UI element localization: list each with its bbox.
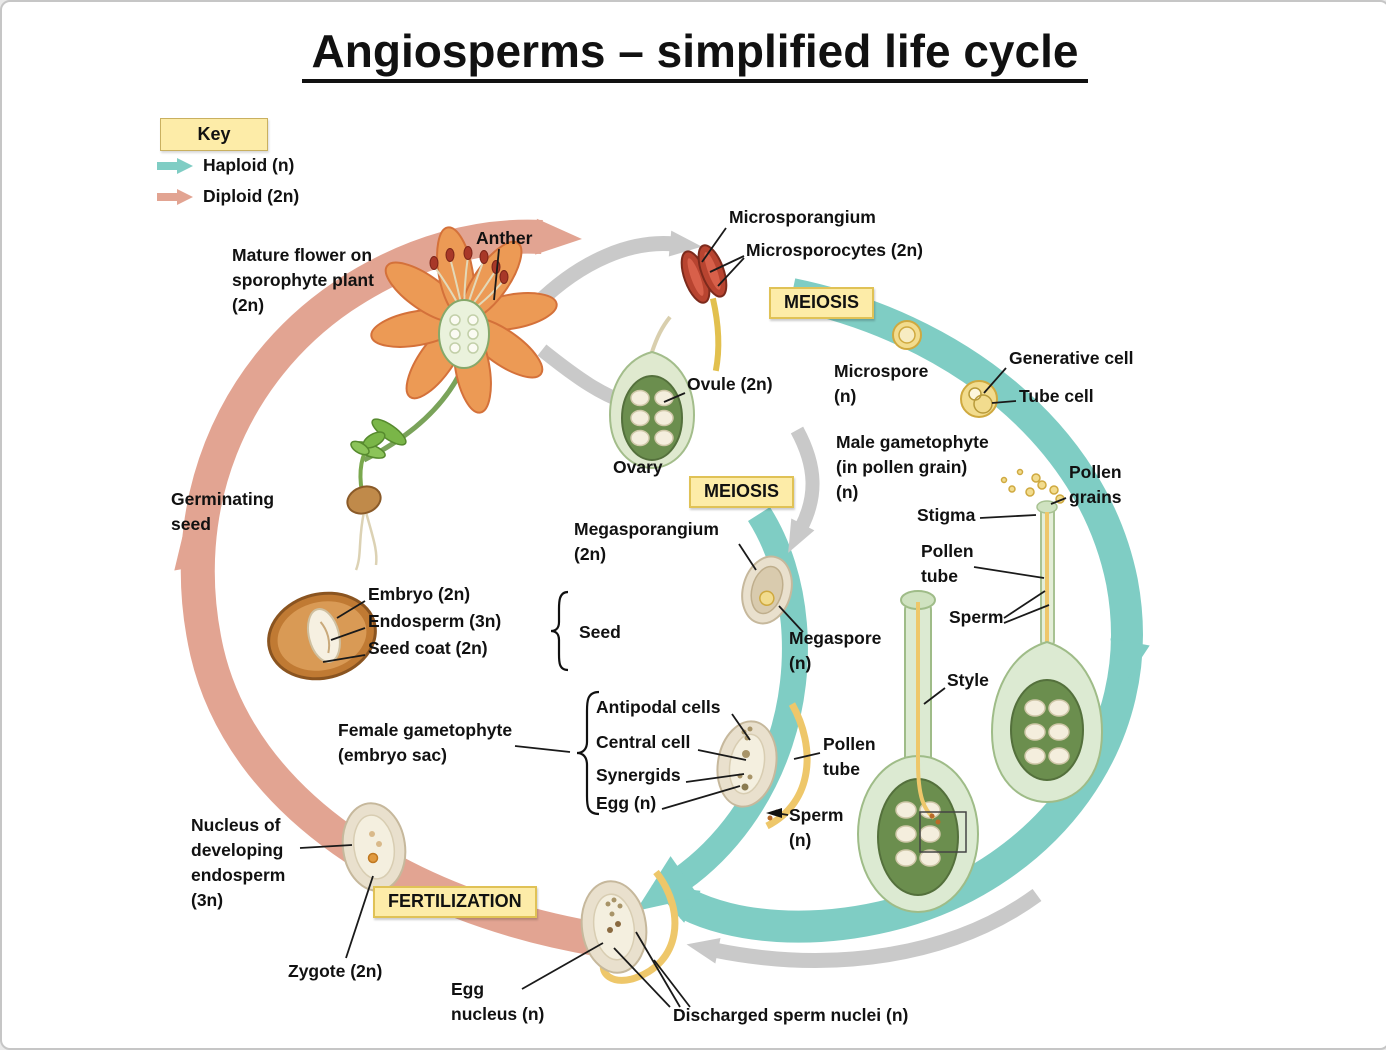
key-diploid-label: Diploid (2n) [203,186,300,206]
label-ovary: Ovary [613,457,663,477]
label-anther: Anther [476,228,533,248]
label-sperm: Sperm [949,607,1004,627]
sperm-pointer-arrowhead [766,808,782,818]
label-style: Style [947,670,989,690]
label-antipodal-cells: Antipodal cells [596,697,721,717]
leader-lines [299,227,1067,1008]
label-mature-flower: Mature flower on sporophyte plant (2n) [232,245,374,315]
label-stigma: Stigma [917,505,976,525]
label-egg-nucleus: Egg nucleus (n) [451,979,545,1024]
haploid-arrow-icon [157,157,193,174]
label-microspore: Microspore (n) [834,361,929,406]
label-male-gametophyte: Male gametophyte (in pollen grain) (n) [836,432,989,502]
label-zygote: Zygote (2n) [288,961,383,981]
label-germinating-seed: Germinating seed [171,489,275,534]
label-egg: Egg (n) [596,793,657,813]
label-seed: Seed [579,622,621,642]
label-ovule: Ovule (2n) [687,374,773,394]
label-pollen-tube-right: Pollen tube [921,541,974,586]
key-diploid-row: Diploid (2n) [157,186,299,207]
gray-arrow-bottom [686,888,1042,968]
meiosis-mid-tag: MEIOSIS [689,476,795,508]
label-pollen-grains: Pollen grains [1069,462,1122,507]
megasporangium-illustration [741,555,793,625]
label-central-cell: Central cell [596,732,691,752]
flower-ovary [438,299,490,369]
endosperm-nucleus-illustration [341,802,407,892]
haploid-chevron [1110,638,1150,688]
gray-arrow-flower-to-anther [531,230,702,310]
label-megasporangium: Megasporangium (2n) [574,519,719,564]
label-megaspore: Megaspore (n) [789,628,882,673]
fertilization-tag: FERTILIZATION [373,886,537,918]
label-generative-cell: Generative cell [1009,348,1134,368]
label-sperm-n: Sperm (n) [789,805,844,850]
seed-illustration [267,591,377,681]
braces [550,590,600,816]
flower-illustration [352,226,558,463]
label-discharged-sperm: Discharged sperm nuclei (n) [673,1005,909,1025]
gray-arrow-to-megasporangium [788,426,820,553]
label-embryo: Embryo (2n) [368,584,471,604]
label-seed-coat: Seed coat (2n) [368,638,488,658]
carpel-illustration [857,590,979,913]
germinating-seed-illustration [346,431,386,571]
anther-illustration [680,244,728,372]
meiosis-top-tag: MEIOSIS [769,287,875,319]
seed-brace [550,590,569,672]
pollen-grain-illustration [960,380,998,418]
label-female-gametophyte: Female gametophyte (embryo sac) [338,720,513,765]
key-box: Key [160,118,268,151]
diploid-arrow-icon [157,188,193,205]
label-tube-cell: Tube cell [1019,386,1094,406]
label-endosperm: Endosperm (3n) [368,611,502,631]
illustrations [267,226,1104,984]
label-microsporangium: Microsporangium [729,207,876,227]
diploid-chevron [174,521,214,571]
label-nucleus-endosperm: Nucleus of developing endosperm (3n) [191,815,286,910]
stigma-ovule-illustration [990,468,1104,804]
haploid-cycle-arc [651,278,1143,943]
key-haploid-label: Haploid (n) [203,155,295,175]
pollen-grains-illustration [1000,468,1065,504]
embryo-sac-brace [576,690,600,816]
microspore-illustration [892,320,922,350]
label-pollen-tube-left: Pollen tube [823,734,876,779]
label-synergids: Synergids [596,765,681,785]
title-bar: Angiosperms – simplified life cycle [2,24,1386,83]
page-title: Angiosperms – simplified life cycle [301,25,1089,83]
embryo-sac-illustration [716,702,811,830]
ovary-illustration [608,315,696,470]
label-microsporocytes: Microsporocytes (2n) [746,240,923,260]
key-title: Key [197,124,231,144]
key-haploid-row: Haploid (n) [157,155,294,176]
zoom-region-rectangle [919,811,967,853]
fertilization-illustration [580,869,679,984]
